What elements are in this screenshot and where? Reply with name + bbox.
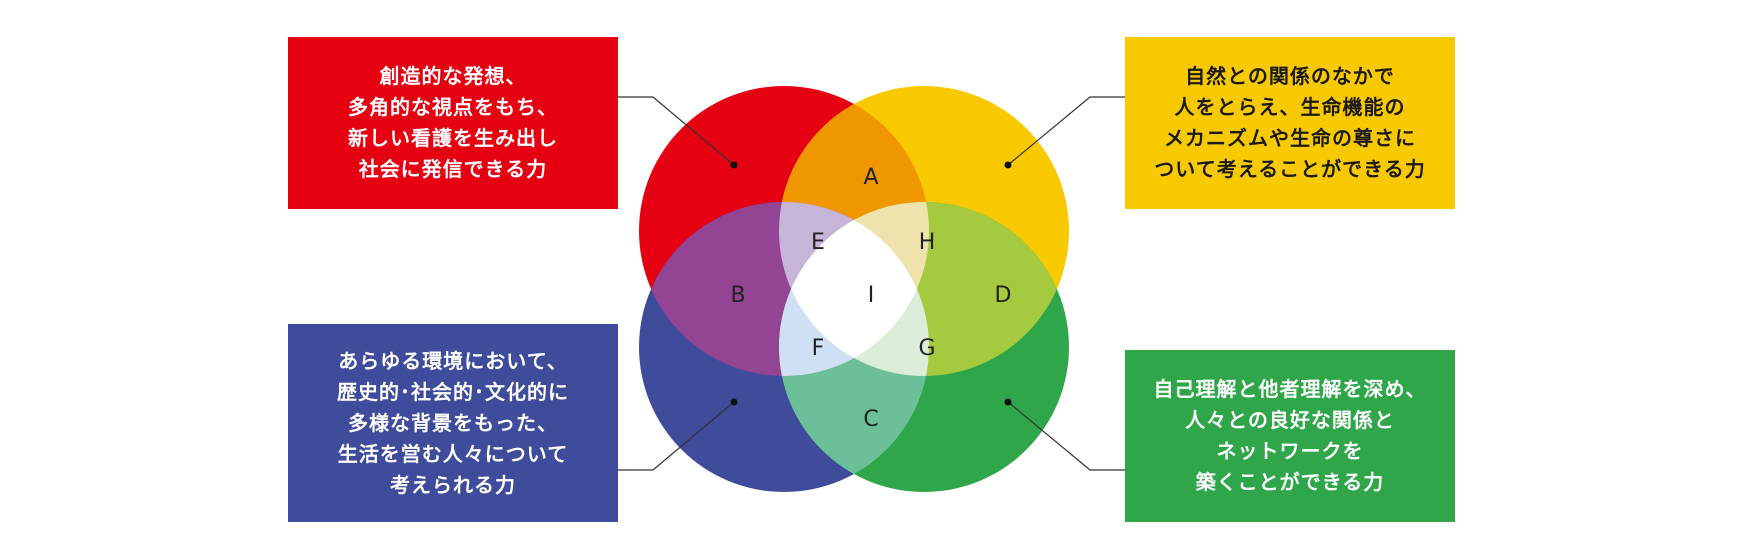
box-red-line: 多角的な視点をもち、 [348, 95, 558, 119]
box-yellow-line: ついて考えることができる力 [1154, 157, 1426, 181]
box-nature-life: 自然との関係のなかで 人をとらえ、生命機能の メカニズムや生命の尊さに ついて考… [1125, 37, 1455, 209]
box-yellow-line: 人をとらえ、生命機能の [1174, 95, 1406, 119]
leader-dot-yellow [1004, 161, 1012, 169]
box-green-line: 築くことができる力 [1195, 470, 1385, 494]
region-label-b: B [730, 283, 745, 308]
box-blue-line: 生活を営む人々について [337, 441, 569, 466]
box-blue-line: 考えられる力 [390, 472, 516, 497]
box-blue-line: 多様な背景をもった、 [348, 410, 558, 435]
box-red-text: 創造的な発想、 多角的な視点をもち、 新しい看護を生み出し 社会に発信できる力 [348, 61, 558, 185]
box-yellow-line: メカニズムや生命の尊さに [1164, 126, 1416, 150]
box-blue-line: あらゆる環境において、 [338, 348, 568, 373]
region-label-g: G [918, 336, 935, 361]
box-creative-thinking: 創造的な発想、 多角的な視点をもち、 新しい看護を生み出し 社会に発信できる力 [288, 37, 618, 209]
leader-line-blue [618, 401, 735, 471]
leader-dot-blue [730, 398, 738, 406]
region-label-e: E [811, 230, 825, 255]
box-green-line: 自己理解と他者理解を深め、 [1153, 377, 1427, 401]
region-label-i: I [868, 283, 875, 308]
leader-line-yellow [1007, 96, 1125, 166]
box-blue-text: あらゆる環境において、 歴史的･社会的･文化的に 多様な背景をもった、 生活を営… [337, 346, 569, 501]
leader-dot-green [1004, 398, 1012, 406]
box-blue-line: 歴史的･社会的･文化的に [337, 379, 569, 404]
box-yellow-text: 自然との関係のなかで 人をとらえ、生命機能の メカニズムや生命の尊さに ついて考… [1154, 61, 1425, 185]
box-yellow-line: 自然との関係のなかで [1185, 64, 1395, 88]
leader-line-green [1007, 401, 1125, 471]
box-red-line: 新しい看護を生み出し [348, 126, 558, 150]
box-green-line: 人々との良好な関係と [1185, 408, 1395, 432]
region-label-h: H [919, 230, 936, 255]
region-label-a: A [863, 165, 878, 190]
box-red-line: 社会に発信できる力 [358, 157, 548, 181]
region-label-d: D [995, 283, 1012, 308]
leader-line-red [618, 96, 735, 166]
box-green-text: 自己理解と他者理解を深め、 人々との良好な関係と ネットワークを 築くことができ… [1154, 374, 1427, 498]
box-diverse-backgrounds: あらゆる環境において、 歴史的･社会的･文化的に 多様な背景をもった、 生活を営… [288, 324, 618, 522]
region-label-f: F [812, 336, 825, 361]
region-label-c: C [863, 407, 878, 432]
box-red-line: 創造的な発想、 [379, 64, 527, 88]
leader-dot-red [730, 161, 738, 169]
box-green-line: ネットワークを [1216, 439, 1364, 463]
box-relationships: 自己理解と他者理解を深め、 人々との良好な関係と ネットワークを 築くことができ… [1125, 350, 1455, 522]
